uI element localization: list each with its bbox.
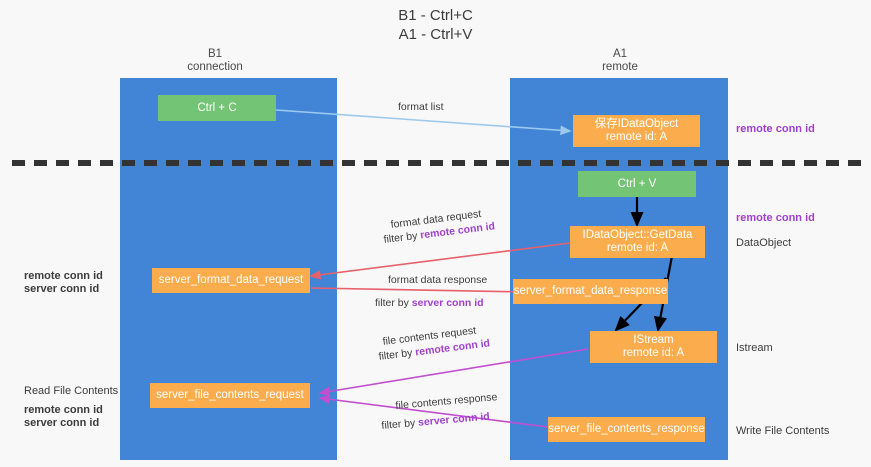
edge-filter-key: server conn id [411,297,484,309]
node-save-idataobject-line1: 保存IDataObject [594,118,679,130]
arrow-format-data-response [310,287,530,297]
node-server-format-data-request-label: server_format_data_request [158,274,304,286]
edge-label-file-contents-response: file contents response [395,391,498,412]
annotation-remote-conn-id-top: remote conn id [736,123,815,135]
node-server-file-contents-response-label: server_file_contents_response [548,423,705,435]
edge-filter-prefix: filter by [378,346,416,363]
column-header-b1-name: B1 [207,48,223,60]
node-ctrl-v[interactable]: Ctrl + V [578,171,696,197]
edge-label-format-data-response: format data response [388,274,488,286]
node-ctrl-c[interactable]: Ctrl + C [158,95,276,121]
column-header-a1: A1 remote [555,48,685,74]
edge-label-format-list: format list [398,101,444,113]
title-line-1: B1 - Ctrl+C [398,7,473,24]
column-header-a1-name: A1 [612,48,628,60]
node-idataobject-getdata-line1: IDataObject::GetData [582,229,693,241]
node-server-format-data-request[interactable]: server_format_data_request [152,268,310,293]
column-header-a1-sub: remote [602,61,638,73]
node-server-format-data-response[interactable]: server_format_data_response [513,279,668,304]
node-save-idataobject[interactable]: 保存IDataObject remote id: A [573,115,700,147]
edge-filter-key: server conn id [417,410,491,429]
edge-filter-prefix: filter by [383,229,421,246]
annotation-left-remote-conn-id-bottom: remote conn id [24,404,103,416]
page-title: B1 - Ctrl+C A1 - Ctrl+V [0,6,871,44]
annotation-left-server-conn-id-mid: server conn id [24,283,100,295]
node-istream-line2: remote id: A [622,347,685,359]
node-server-file-contents-request-label: server_file_contents_request [156,389,304,401]
node-idataobject-getdata-line2: remote id: A [606,242,669,254]
node-server-format-data-response-label: server_format_data_response [513,285,668,297]
title-line-2: A1 - Ctrl+V [398,26,473,43]
node-server-file-contents-response[interactable]: server_file_contents_response [548,417,705,442]
column-header-b1: B1 connection [150,48,280,74]
node-ctrl-v-label: Ctrl + V [617,177,657,190]
edge-filter-prefix: filter by [375,297,412,309]
node-save-idataobject-line2: remote id: A [605,131,668,143]
annotation-left-server-conn-id-bottom: server conn id [24,417,100,429]
edge-filter-prefix: filter by [381,416,419,432]
node-server-file-contents-request[interactable]: server_file_contents_request [150,383,310,408]
node-idataobject-getdata[interactable]: IDataObject::GetData remote id: A [570,226,705,258]
column-header-b1-sub: connection [187,61,243,73]
annotation-write-file-contents: Write File Contents [736,425,830,437]
node-istream-line1: IStream [633,334,674,346]
annotation-dataobject: DataObject [736,237,792,249]
edge-label-file-contents-response-filter: filter by server conn id [381,411,490,433]
node-istream[interactable]: IStream remote id: A [590,331,717,363]
annotation-left-remote-conn-id-mid: remote conn id [24,270,103,282]
edge-label-format-data-response-filter: filter by server conn id [375,297,484,310]
annotation-remote-conn-id-mid: remote conn id [736,212,815,224]
node-ctrl-c-label: Ctrl + C [197,101,237,114]
annotation-istream: Istream [736,342,773,354]
annotation-read-file-contents: Read File Contents [24,385,119,397]
